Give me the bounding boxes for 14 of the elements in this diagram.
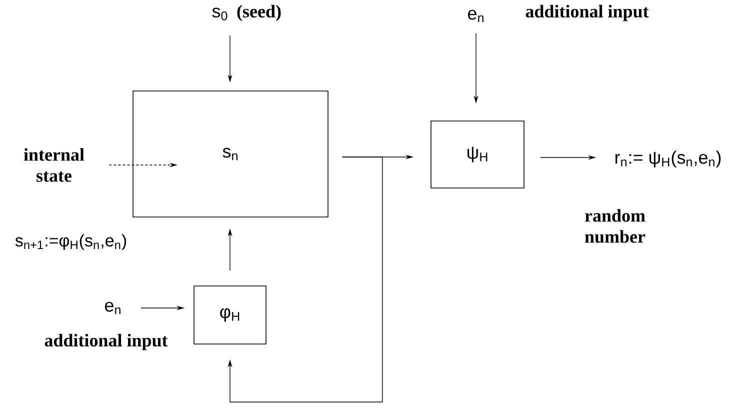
process-box: ψ$_{H}$ <box>430 120 524 188</box>
caption-text: additional input <box>526 4 649 22</box>
state-label: internal state <box>24 148 84 182</box>
process-box: s$_{n}$ <box>132 90 328 218</box>
input-text: s$_{0}$ <box>212 8 228 20</box>
input-text: e$_{n}$ <box>468 10 484 22</box>
arrow <box>228 156 383 402</box>
caption-text: (seed) <box>237 4 281 22</box>
input-text: r$_{n}$:= ψ$_{H}$(s$_{n}$,e$_{n}$) <box>615 150 721 168</box>
formula-label: s$_{n+1}$:=φ$_{H}$(s$_{n}$,e$_{n}$) <box>15 234 126 250</box>
process-box: φ$_{H}$ <box>194 286 266 344</box>
caption-text: random number <box>585 209 646 243</box>
input-text: e$_{n}$ <box>105 302 120 314</box>
caption-text: additional input <box>44 334 168 350</box>
